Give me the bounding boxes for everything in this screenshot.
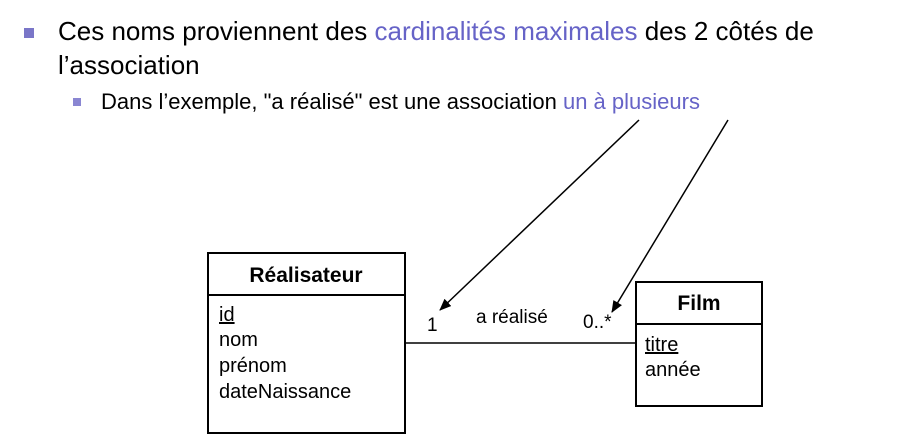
attribute-nom: nom <box>219 329 258 351</box>
attribute-date-naissance: dateNaissance <box>219 381 351 403</box>
bullet2-highlight: un à plusieurs <box>562 89 700 114</box>
attribute-id: id <box>219 304 235 326</box>
bullet2-prefix: Dans l’exemple, "a réalisé" est une asso… <box>101 89 563 114</box>
bullet-text-level2: Dans l’exemple, "a réalisé" est une asso… <box>101 88 700 116</box>
bullet-text-level1: Ces noms proviennent des cardinalités ma… <box>58 14 893 82</box>
bullet1-suffix: des 2 côtés de l’association <box>58 16 814 80</box>
multiplicity-right: 0..* <box>583 312 612 333</box>
class-name-film: Film <box>677 292 720 315</box>
multiplicity-left: 1 <box>427 315 438 336</box>
bullet-square-level1 <box>24 28 34 38</box>
attribute-titre: titre <box>645 334 678 356</box>
bullet1-prefix: Ces noms proviennent des <box>58 16 375 46</box>
attribute-annee: année <box>645 359 701 381</box>
attribute-prenom: prénom <box>219 355 287 377</box>
class-box-film: Film titre année <box>635 281 763 407</box>
annotation-arrow-to-1 <box>439 119 640 311</box>
class-box-realisateur-border <box>207 252 406 434</box>
annotation-arrow-to-many <box>611 119 729 313</box>
class-box-realisateur: Réalisateur id nom prénom dateNaissance <box>207 252 406 434</box>
class-name-realisateur: Réalisateur <box>249 264 362 287</box>
bullet1-highlight: cardinalités maximales <box>374 16 638 46</box>
association-label: a réalisé <box>476 307 548 328</box>
class-box-film-border <box>635 281 763 407</box>
bullet-square-level2 <box>73 98 81 106</box>
